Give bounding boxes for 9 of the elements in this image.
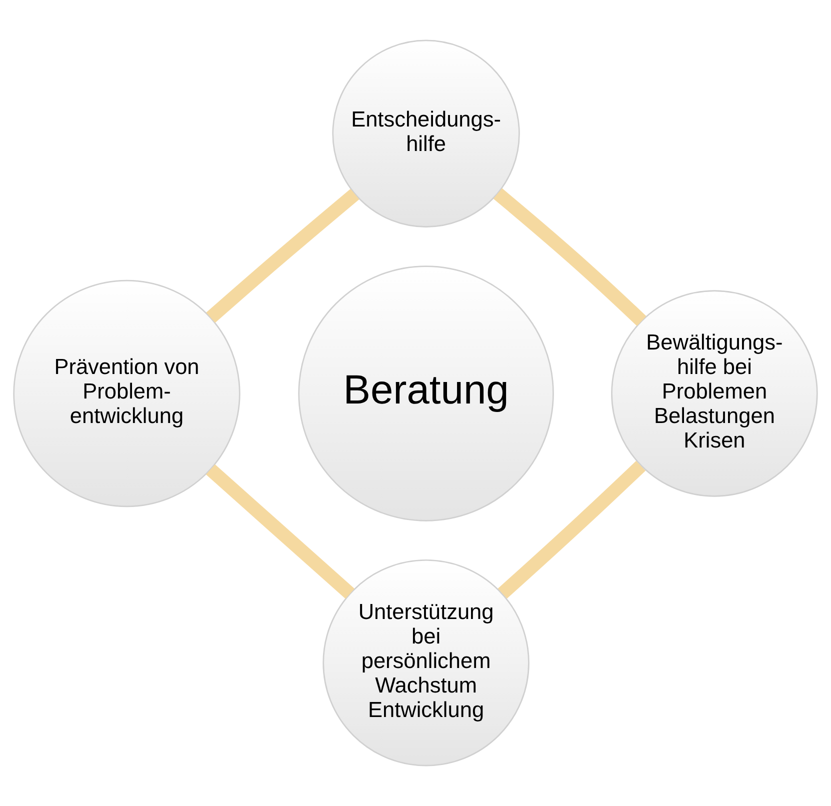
node-circle: Bewältigungs- hilfe bei Problemen Belastungen Krisen xyxy=(611,290,818,497)
node-circle: Unterstützung bei persönlichem Wachstum Entwicklung xyxy=(322,559,530,766)
node-circle: Beratung xyxy=(298,266,554,522)
connector xyxy=(493,188,646,326)
connector xyxy=(206,464,354,599)
connector xyxy=(498,460,646,599)
connector xyxy=(206,188,360,323)
node-circle: Entscheidungs- hilfe xyxy=(332,40,520,228)
node-circle: Prävention von Problem- entwicklung xyxy=(13,280,240,508)
